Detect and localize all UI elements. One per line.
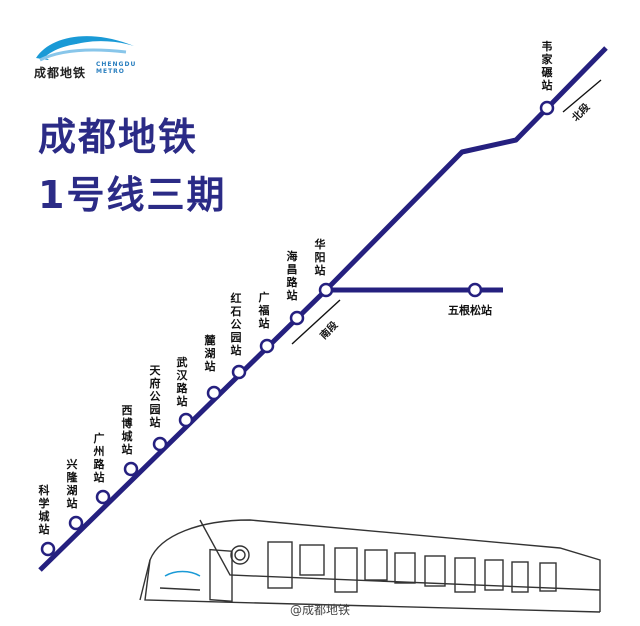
logo-text-cn: 成都地铁 xyxy=(34,66,87,80)
station-dot-haichanglu xyxy=(289,310,305,326)
station-dot-luhu xyxy=(206,385,222,401)
station-dot-tianfugongyuan xyxy=(152,436,168,452)
station-dot-guangzhoulu xyxy=(95,489,111,505)
title-line-1: 成都地铁 xyxy=(38,115,199,159)
title-line-2: 1号线三期 xyxy=(38,173,227,217)
station-label-luhu: 麓湖站 xyxy=(204,334,216,373)
station-dot-huayang xyxy=(318,282,334,298)
station-label-huayang: 华阳站 xyxy=(314,238,326,277)
line-1-main xyxy=(38,46,608,572)
station-dot-hongshigongyuan xyxy=(231,364,247,380)
station-dot-guangfu xyxy=(259,338,275,354)
logo-wave-icon xyxy=(36,36,134,62)
logo xyxy=(30,28,140,62)
station-dot-wuhanlu xyxy=(178,412,194,428)
station-label-guangfu: 广福站 xyxy=(258,291,270,330)
station-label-wuhanlu: 武汉路站 xyxy=(176,356,188,408)
station-label-weijianian: 韦家碾站 xyxy=(541,40,553,92)
train-sketch xyxy=(139,519,601,613)
station-label-kexuecheng: 科学城站 xyxy=(38,484,50,536)
south-segment-marker xyxy=(291,299,341,345)
north-segment-marker xyxy=(562,79,602,113)
station-label-wugensong: 五根松站 xyxy=(448,304,492,317)
station-label-hongshigongyuan: 红石公园站 xyxy=(230,292,242,357)
station-dot-wugensong xyxy=(467,282,483,298)
station-label-xibocheng: 西博城站 xyxy=(121,404,133,456)
watermark: @成都地铁 xyxy=(290,603,351,617)
station-label-tianfugongyuan: 天府公园站 xyxy=(149,364,161,429)
station-dot-xinglonghu xyxy=(68,515,84,531)
station-dot-kexuecheng xyxy=(40,541,56,557)
station-dot-weijianian xyxy=(539,100,555,116)
station-label-guangzhoulu: 广州路站 xyxy=(93,432,105,484)
station-label-haichanglu: 海昌路站 xyxy=(286,250,298,302)
station-label-xinglonghu: 兴隆湖站 xyxy=(66,458,78,510)
logo-text-en: CHENGDU METRO xyxy=(96,61,137,75)
station-dot-xibocheng xyxy=(123,461,139,477)
